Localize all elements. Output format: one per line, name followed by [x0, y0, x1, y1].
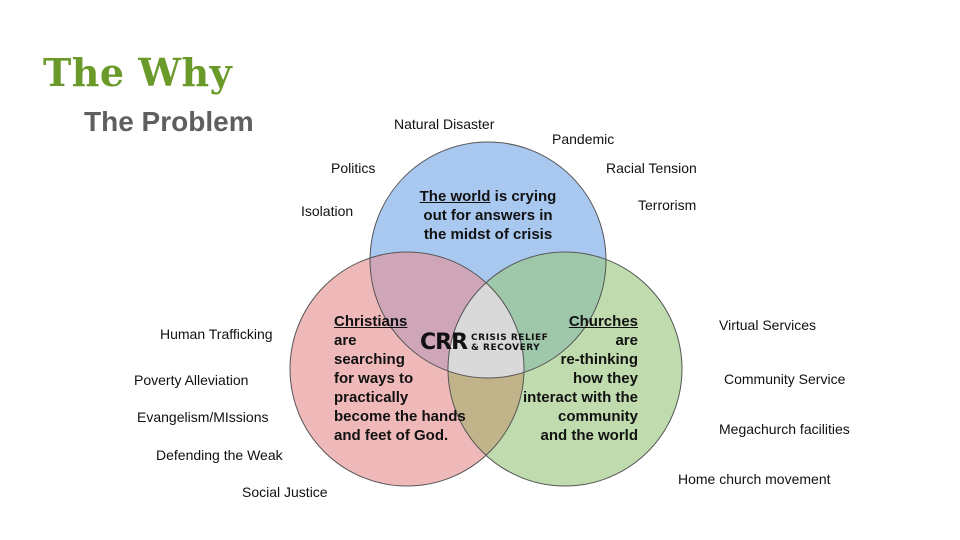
label-social-justice: Social Justice	[242, 484, 328, 500]
label-evangelism-missions: Evangelism/MIssions	[137, 409, 269, 425]
crr-logo-line1: CRISIS RELIEF	[471, 332, 549, 343]
page-title: The Why	[43, 50, 233, 95]
label-politics: Politics	[331, 160, 376, 176]
world-heading: The world	[419, 188, 491, 205]
churches-heading: Churches	[568, 313, 638, 330]
world-circle-text: The world is crying out for answers in t…	[419, 188, 557, 243]
crr-logo-mark: CRR	[420, 330, 468, 355]
label-human-trafficking: Human Trafficking	[160, 326, 273, 342]
christians-heading: Christians	[334, 313, 408, 330]
label-isolation: Isolation	[301, 203, 354, 219]
label-defending-the-weak: Defending the Weak	[156, 447, 283, 463]
christians-circle-text: Christians are searching for ways to pra…	[334, 313, 466, 444]
label-home-church-movement: Home church movement	[678, 471, 831, 487]
label-pandemic: Pandemic	[552, 131, 615, 147]
label-terrorism: Terrorism	[638, 197, 697, 213]
churches-circle-text: Churches are re-thinking how they intera…	[522, 313, 638, 444]
label-racial-tension: Racial Tension	[606, 160, 697, 176]
label-poverty-alleviation: Poverty Alleviation	[134, 372, 249, 388]
label-natural-disaster: Natural Disaster	[394, 116, 495, 132]
label-megachurch-facilities: Megachurch facilities	[719, 421, 850, 437]
crr-logo: CRR CRISIS RELIEF & RECOVERY	[420, 330, 548, 355]
label-virtual-services: Virtual Services	[719, 317, 817, 333]
page-subtitle: The Problem	[84, 106, 254, 137]
crr-logo-line2: & RECOVERY	[471, 342, 541, 353]
label-community-service: Community Service	[724, 371, 846, 387]
center-overlap	[448, 252, 524, 378]
